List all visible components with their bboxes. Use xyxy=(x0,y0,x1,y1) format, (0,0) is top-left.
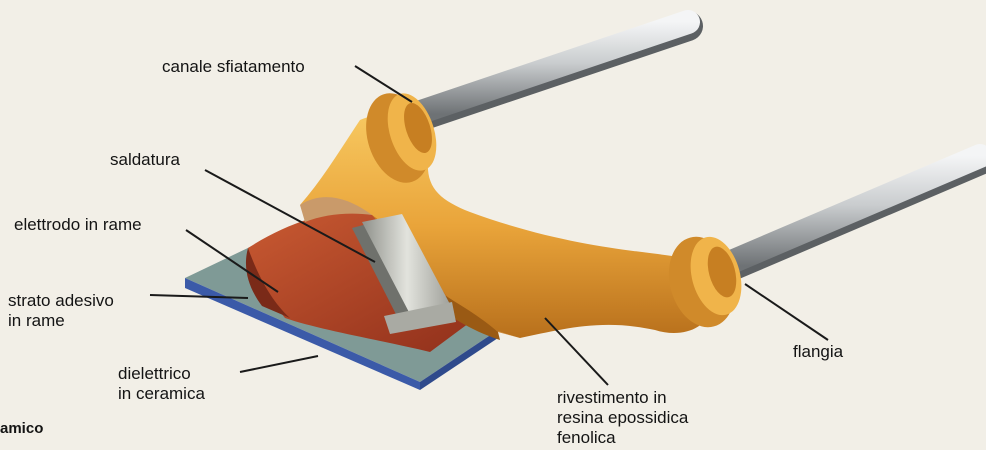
label-strato-adesivo: strato adesivo in rame xyxy=(8,291,114,331)
leader-rivestimento xyxy=(545,318,608,385)
lower-lead-wire xyxy=(722,156,980,270)
label-dielettrico: dielettrico in ceramica xyxy=(118,364,205,404)
leader-flangia xyxy=(745,284,828,340)
upper-lead-wire xyxy=(415,22,688,118)
label-elettrodo-in-rame: elettrodo in rame xyxy=(14,215,142,235)
label-rivestimento: rivestimento in resina epossidica fenoli… xyxy=(557,388,688,448)
label-flangia: flangia xyxy=(793,342,843,362)
leader-dielettrico xyxy=(240,356,318,372)
label-canale-sfiatamento: canale sfiatamento xyxy=(162,57,305,77)
label-saldatura: saldatura xyxy=(110,150,180,170)
caption-fragment: amico xyxy=(0,419,43,439)
